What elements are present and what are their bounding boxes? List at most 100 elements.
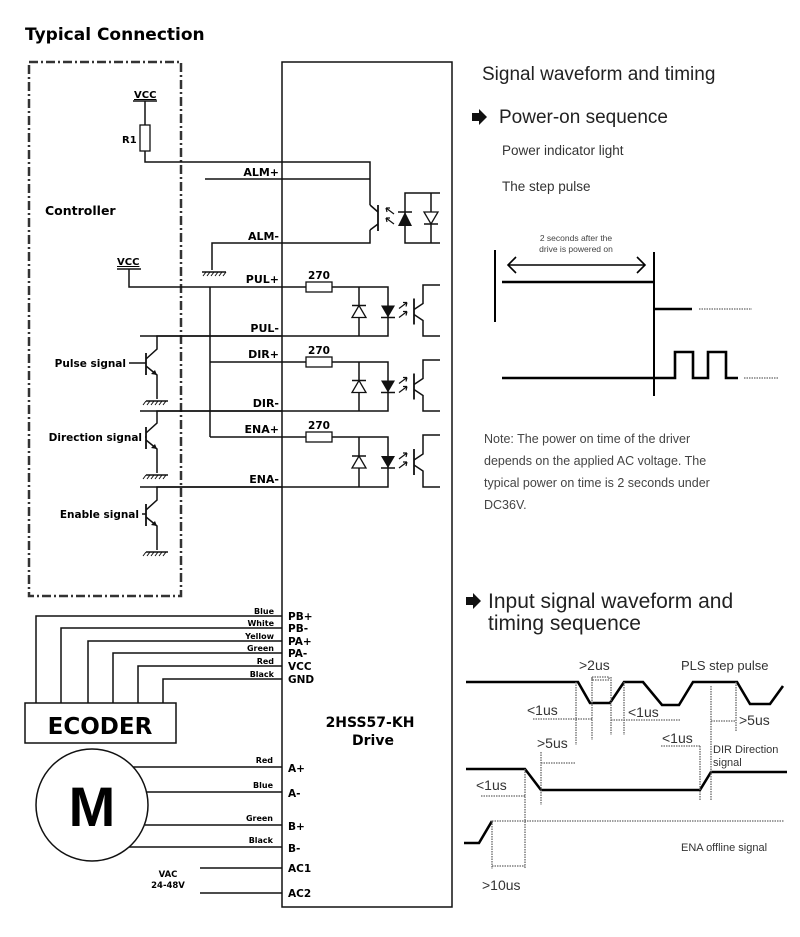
encoder-label: ECODER <box>48 714 153 740</box>
encoder-wire: Black GND <box>162 670 314 703</box>
motor-label: M <box>69 775 116 838</box>
note-line: depends on the applied AC voltage. The <box>484 454 706 468</box>
wire-color-label: Blue <box>254 607 275 616</box>
power-on-heading: Power-on sequence <box>499 107 668 128</box>
vac-label: VAC <box>159 870 178 880</box>
wire-color-label: Red <box>257 657 275 666</box>
drive-name-line2: Drive <box>352 733 394 749</box>
terminal-label: DIR- <box>253 397 279 410</box>
ground-icon <box>202 271 227 277</box>
vac-range-label: 24-48V <box>151 881 185 891</box>
drive-name: 2HSS57-KH <box>326 715 415 731</box>
phototransistor-icon <box>413 359 440 412</box>
protection-diode-icon <box>350 379 368 394</box>
encoder-box <box>24 702 177 744</box>
input-channel: 270 PUL+ PUL- <box>140 270 440 337</box>
wire <box>144 151 371 205</box>
resistor-value: 270 <box>308 420 330 432</box>
terminal-label: A+ <box>288 763 305 775</box>
terminal-label: DIR+ <box>248 348 279 361</box>
encoder-wire: Red VCC <box>137 657 312 703</box>
timing-label: <1us <box>527 702 558 718</box>
switch-transistor-icon: Direction signal <box>49 410 180 480</box>
wire-color-label: Red <box>256 756 274 765</box>
wire-color-label: Blue <box>253 781 274 790</box>
resistor-value: 270 <box>308 345 330 357</box>
signal-label: Pulse signal <box>55 358 126 370</box>
ena-waveform <box>464 820 494 845</box>
vcc-label: VCC <box>134 90 156 101</box>
note-line: DC36V. <box>484 498 527 512</box>
encoder-wire: Yellow PA+ <box>87 632 312 703</box>
timing-label: signal <box>713 757 742 769</box>
terminal-label: PUL+ <box>246 273 279 286</box>
note-line: Note: The power on time of the driver <box>484 432 690 446</box>
signal-label: Enable signal <box>60 509 139 521</box>
timing-label: <1us <box>662 730 693 746</box>
terminal-label: B- <box>288 843 300 855</box>
terminal-label: PA+ <box>288 636 312 648</box>
led-icon <box>381 452 408 469</box>
alm-led-diodes-icon <box>398 192 440 244</box>
led-icon <box>381 301 408 319</box>
terminal-label: ENA+ <box>245 423 279 436</box>
note-line: typical power on time is 2 seconds under <box>484 476 710 490</box>
terminal-label: PA- <box>288 648 307 660</box>
led-icon <box>381 376 408 394</box>
drive-box <box>281 61 453 908</box>
switch-transistor-icon: Enable signal <box>60 486 180 557</box>
resistor-value: 270 <box>308 270 330 282</box>
terminal-ac1: AC1 <box>288 863 311 875</box>
terminal-label: PB- <box>288 623 308 635</box>
power-on-waveform: 2 seconds after the drive is powered on <box>494 233 778 396</box>
section-title: Typical Connection <box>25 25 205 45</box>
terminal-label: A- <box>288 788 300 800</box>
timing-label: >10us <box>482 877 521 893</box>
controller-box <box>27 60 183 598</box>
terminal-alm-plus: ALM+ <box>243 166 279 179</box>
terminal-label: GND <box>288 674 314 686</box>
wire-color-label: Black <box>250 670 275 679</box>
waveform-title: Signal waveform and timing <box>482 64 715 85</box>
input-signal-heading-line2: timing sequence <box>488 612 641 635</box>
power-indicator-label: Power indicator light <box>502 143 624 158</box>
resistor-270 <box>305 281 333 293</box>
signal-label: Direction signal <box>49 432 142 444</box>
vcc2-label: VCC <box>117 257 139 268</box>
controller-label: Controller <box>45 203 116 218</box>
terminal-label: B+ <box>288 821 305 833</box>
wire-pul-plus <box>128 269 306 288</box>
arrow-right-icon <box>472 109 487 125</box>
r1-label: R1 <box>122 135 137 146</box>
terminal-alm-minus: ALM- <box>248 230 279 243</box>
annotation-line1: 2 seconds after the <box>540 233 613 243</box>
input-channel: 270 DIR+ DIR- <box>140 345 440 412</box>
timing-label: PLS step pulse <box>681 658 768 673</box>
resistor-270 <box>305 431 333 443</box>
timing-label: ENA offline signal <box>681 842 767 854</box>
timing-label: >5us <box>739 712 770 728</box>
wire-color-label: Black <box>249 836 274 845</box>
step-pulse-label: The step pulse <box>502 179 591 194</box>
pls-waveform <box>466 680 785 707</box>
wire-alm-minus <box>211 230 371 270</box>
wire-color-label: Yellow <box>244 632 274 641</box>
resistor-270 <box>305 356 333 368</box>
terminal-label: VCC <box>288 661 312 673</box>
protection-diode-icon <box>350 304 368 319</box>
phototransistor-icon <box>413 434 440 488</box>
annotation-line2: drive is powered on <box>539 244 613 254</box>
phototransistor-icon <box>413 284 440 337</box>
dir-waveform <box>466 767 787 792</box>
terminal-label: PUL- <box>250 322 279 335</box>
wire-color-label: Green <box>246 814 273 823</box>
timing-label: <1us <box>628 704 659 720</box>
